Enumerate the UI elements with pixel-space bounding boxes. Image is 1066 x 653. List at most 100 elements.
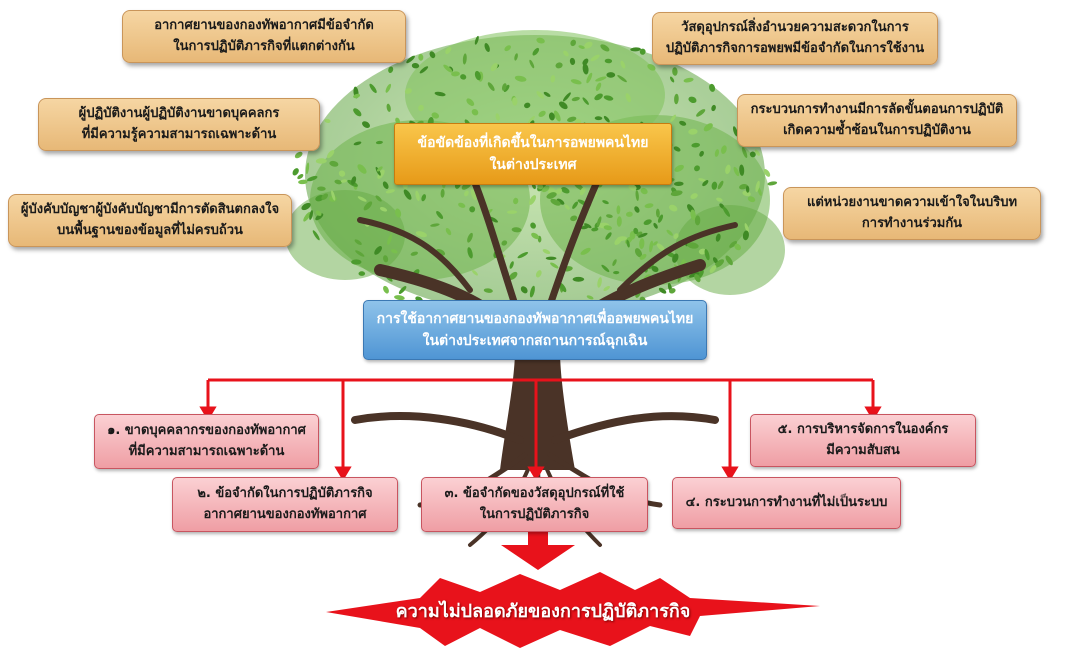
leaf xyxy=(532,47,540,56)
leaf xyxy=(440,188,445,198)
leaf xyxy=(602,200,609,205)
leaf xyxy=(403,189,412,200)
leaf xyxy=(694,273,701,283)
leaf xyxy=(374,246,382,255)
cause-connectors xyxy=(199,378,882,481)
cause-text: ๔. กระบวนการทำงานที่ไม่เป็นระบบ xyxy=(685,494,888,510)
leaf xyxy=(595,82,602,91)
leaf xyxy=(458,202,466,208)
leaf xyxy=(383,285,389,294)
leaf xyxy=(354,239,362,245)
leaf xyxy=(558,101,568,110)
leaf xyxy=(563,50,569,57)
leaf xyxy=(597,277,602,288)
leaf xyxy=(741,147,748,158)
leaf xyxy=(594,93,603,101)
leaf xyxy=(301,202,311,211)
callout-incomplete-information: ผู้บังคับบัญชาผู้บังคับบัญชามีการตัดสินต… xyxy=(8,194,292,247)
leaf xyxy=(670,114,676,122)
leaf xyxy=(643,219,652,226)
leaf xyxy=(629,231,636,240)
leaf xyxy=(411,62,420,69)
leaf xyxy=(674,181,684,187)
leaf xyxy=(387,234,393,245)
leaf xyxy=(652,241,658,246)
cause-text: ๑. ขาดบุคคลากรของกองทัพอากาศ ที่มีความสา… xyxy=(107,422,306,459)
leaf xyxy=(331,190,336,201)
leaf xyxy=(340,179,347,183)
down-arrow-icon xyxy=(501,525,575,570)
callout-equipment-limitation: วัสดุอุปกรณ์สิ่งอำนวยความสะดวกในการ ปฏิบ… xyxy=(652,12,938,65)
leaf xyxy=(571,96,580,102)
leaf xyxy=(388,66,394,74)
cause-box-1: ๑. ขาดบุคคลากรของกองทัพอากาศ ที่มีความสา… xyxy=(94,414,319,469)
leaf xyxy=(529,285,535,298)
leaf xyxy=(545,256,557,260)
leaf xyxy=(550,198,561,206)
result-label: ความไม่ปลอดภัยของการปฏิบัติภารกิจ xyxy=(395,600,691,622)
leaf xyxy=(472,270,478,276)
leaf xyxy=(514,53,518,61)
cause-box-5: ๕. การบริหารจัดการในองค์กร มีความสับสน xyxy=(750,414,976,467)
leaf xyxy=(542,249,551,255)
leaf xyxy=(635,190,639,201)
leaf xyxy=(634,248,643,258)
leaf xyxy=(431,112,440,119)
leaf xyxy=(694,165,700,172)
leaf xyxy=(669,204,678,212)
leaf xyxy=(556,198,565,205)
leaf xyxy=(655,208,660,218)
leaf xyxy=(572,276,585,282)
leaf xyxy=(683,77,694,83)
leaf xyxy=(548,112,555,121)
leaf xyxy=(484,43,490,52)
leaf xyxy=(376,166,383,172)
leaf xyxy=(382,181,389,189)
leaf xyxy=(640,187,648,195)
callout-text: วัสดุอุปกรณ์สิ่งอำนวยความสะดวกในการ ปฏิบ… xyxy=(665,19,925,56)
cause-text: ๕. การบริหารจัดการในองค์กร มีความสับสน xyxy=(777,421,949,458)
leaf xyxy=(674,164,684,172)
leaf xyxy=(398,285,407,295)
leaf xyxy=(754,149,760,156)
leaf xyxy=(594,116,603,121)
callout-text: แต่หน่วยงานขาดความเข้าใจในบริบท การทำงาน… xyxy=(806,194,1018,231)
leaf xyxy=(436,211,444,219)
leaf xyxy=(536,91,544,99)
leaf xyxy=(639,238,645,250)
leaf xyxy=(591,227,599,232)
leaf xyxy=(742,230,749,241)
leaf xyxy=(294,151,303,159)
leaf xyxy=(415,231,428,238)
leaf xyxy=(606,214,613,218)
leaf xyxy=(699,150,704,157)
leaf xyxy=(666,229,673,236)
leaf xyxy=(601,264,610,273)
leaf xyxy=(625,93,632,103)
cause-text: ๒. ข้อจำกัดในการปฏิบัติภารกิจ อากาศยานขอ… xyxy=(197,485,373,522)
leaf xyxy=(445,46,452,54)
leaf xyxy=(603,115,610,123)
leaf xyxy=(358,271,366,276)
leaf xyxy=(672,67,678,76)
leaf xyxy=(715,233,721,242)
leaf xyxy=(353,108,362,117)
leaf xyxy=(353,93,361,99)
leaf xyxy=(590,54,600,62)
callout-text: ผู้บังคับบัญชาผู้บังคับบัญชามีการตัดสินต… xyxy=(20,201,280,238)
leaf xyxy=(657,214,664,223)
leaf xyxy=(471,108,479,116)
starburst-shape xyxy=(326,572,820,648)
leaf xyxy=(616,216,622,227)
leaf xyxy=(509,261,514,269)
core-topic-box: การใช้อากาศยานของกองทัพอากาศเพื่ออพยพคนไ… xyxy=(363,300,707,360)
leaf xyxy=(351,259,362,265)
leaf xyxy=(443,64,453,73)
leaf xyxy=(410,251,418,256)
leaf xyxy=(604,58,613,64)
leaf xyxy=(616,205,621,215)
leaf xyxy=(464,190,469,197)
leaf xyxy=(691,142,700,148)
leaf xyxy=(673,233,679,239)
